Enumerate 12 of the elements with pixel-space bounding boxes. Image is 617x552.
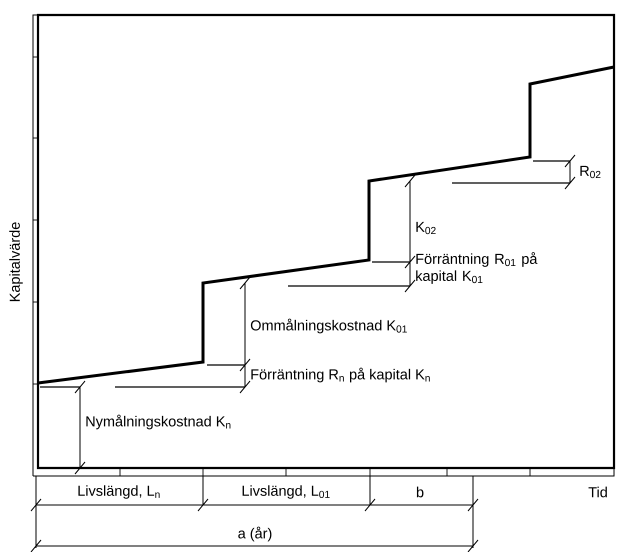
dimension-label: K$_{02}$ <box>416 222 436 234</box>
dimension-label: Livslängd, L$_{01}$ <box>242 485 330 499</box>
dimension-label: Nymålningskostnad K$_{n}$ <box>86 414 230 430</box>
dimension-label: Förräntning R$_{01}$ på kapital K$_{01}$ <box>416 252 538 284</box>
dimension-label: b <box>416 486 424 498</box>
dimension-label: R$_{02}$ <box>580 166 600 178</box>
axis-label: Kapitalvärde <box>9 222 23 302</box>
dimension-label: Ommålningskostnad K$_{01}$ <box>250 318 407 334</box>
dimension-label: Livslängd, L$_{n}$ <box>78 485 160 499</box>
dimension-label: a (år) <box>238 526 272 542</box>
dimension-label: Förräntning R$_{n}$ på kapital K$_{n}$ <box>251 368 430 382</box>
axis-label: Tid <box>588 486 607 498</box>
